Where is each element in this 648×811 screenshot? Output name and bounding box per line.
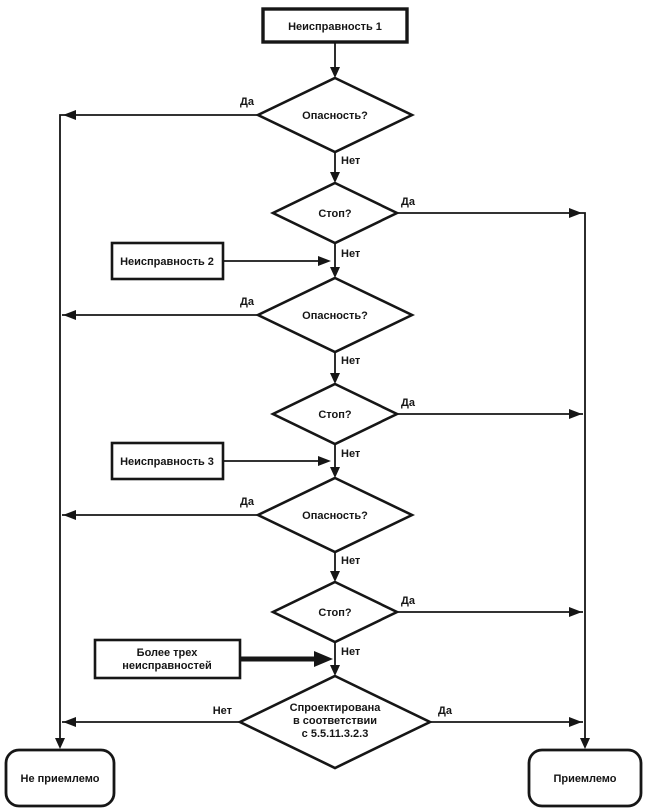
label-designed-line2: в соответствии [293, 715, 377, 727]
terminal-not-acceptable [4, 748, 116, 808]
arrowhead-danger3-yes [63, 510, 76, 520]
arrowhead-into-designed [330, 665, 340, 676]
label-designed-line3: с 5.5.11.3.2.3 [302, 728, 369, 740]
arrowhead-stop1-yes [569, 208, 582, 218]
decision-stop-2 [270, 382, 400, 446]
branch-yes-stop1: Да [401, 196, 416, 208]
process-box-fault3 [110, 441, 225, 481]
arrowhead-into-danger3 [330, 467, 340, 478]
branch-yes-danger3: Да [240, 496, 255, 508]
label-stop-2: Стоп? [318, 409, 352, 421]
arrowhead-into-danger2 [330, 267, 340, 278]
process-box-more-than-three [93, 638, 242, 680]
branch-no-designed: Нет [213, 705, 233, 717]
branch-yes-stop2: Да [401, 397, 416, 409]
arrowhead-stop2-yes [569, 409, 582, 419]
arrowheads [55, 67, 590, 749]
nodes [4, 7, 643, 808]
branch-no-danger1: Нет [341, 155, 361, 167]
label-danger-3: Опасность? [302, 510, 368, 522]
arrowhead-stop3-yes [569, 607, 582, 617]
decision-danger-3 [254, 476, 416, 554]
label-fault2: Неисправность 2 [120, 256, 214, 268]
decision-stop-3 [270, 580, 400, 644]
label-designed-line1: Спроектирована [290, 702, 382, 714]
arrowhead-danger1-yes [63, 110, 76, 120]
arrowhead-designed-no [63, 717, 76, 727]
arrowhead-into-stop2 [330, 373, 340, 384]
arrowhead-into-stop3 [330, 571, 340, 582]
branch-no-stop1: Нет [341, 248, 361, 260]
decision-danger-1 [254, 76, 416, 154]
arrowhead-fault3-in [318, 456, 331, 466]
branch-yes-danger2: Да [240, 296, 255, 308]
label-acceptable: Приемлемо [553, 773, 616, 785]
arrowhead-fault2-in [318, 256, 331, 266]
branch-yes-danger1: Да [240, 96, 255, 108]
label-stop-3: Стоп? [318, 607, 352, 619]
decision-danger-2 [254, 276, 416, 354]
label-stop-1: Стоп? [318, 208, 352, 220]
branch-labels: Да Нет Да Нет Да Нет Да Нет Да Нет Да Не… [213, 96, 453, 717]
connector-danger1-yes-left-rail [59, 114, 258, 746]
arrowhead-into-not-acceptable [55, 738, 65, 749]
process-box-fault1 [261, 7, 409, 44]
label-more-than-three-line1: Более трех [137, 647, 199, 659]
node-labels: Неисправность 1 Опасность? Стоп? Неиспра… [21, 21, 617, 785]
branch-yes-designed: Да [438, 705, 453, 717]
arrowhead-more-than-three-in [314, 651, 333, 667]
arrowhead-designed-yes [569, 717, 582, 727]
branch-no-stop2: Нет [341, 448, 361, 460]
label-not-acceptable: Не приемлемо [21, 773, 100, 785]
label-danger-1: Опасность? [302, 110, 368, 122]
connector-stop1-yes-right-rail [397, 212, 586, 746]
decision-stop-1 [270, 181, 400, 245]
terminal-acceptable [527, 748, 643, 808]
arrowhead-danger2-yes [63, 310, 76, 320]
label-fault1: Неисправность 1 [288, 21, 382, 33]
label-more-than-three-line2: неисправностей [122, 660, 212, 672]
arrowhead-into-stop1 [330, 172, 340, 183]
decision-designed [237, 674, 433, 770]
branch-no-danger2: Нет [341, 355, 361, 367]
arrowhead-into-danger1 [330, 67, 340, 78]
label-fault3: Неисправность 3 [120, 456, 214, 468]
connectors [59, 42, 586, 746]
arrowhead-into-acceptable [580, 738, 590, 749]
process-box-fault2 [110, 241, 225, 281]
branch-no-stop3: Нет [341, 646, 361, 658]
label-danger-2: Опасность? [302, 310, 368, 322]
branch-yes-stop3: Да [401, 595, 416, 607]
branch-no-danger3: Нет [341, 555, 361, 567]
